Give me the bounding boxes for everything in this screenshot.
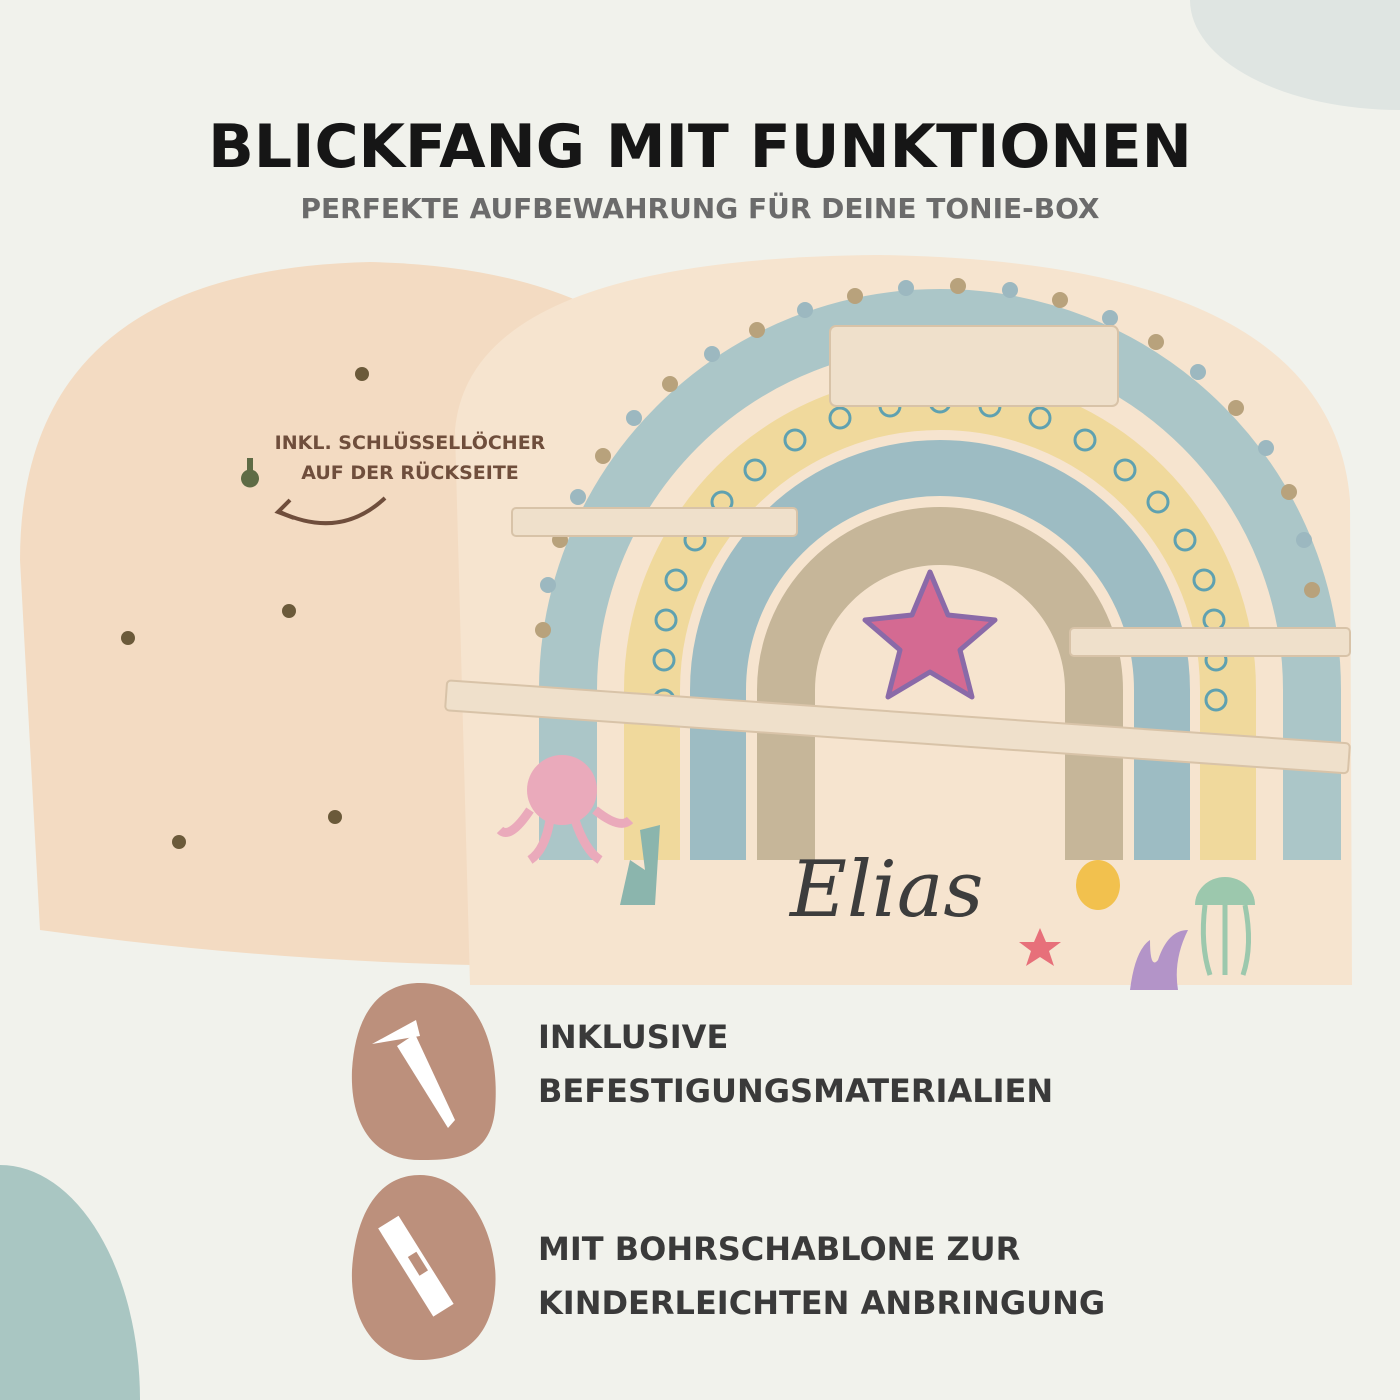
jellyfish-illustration bbox=[1195, 877, 1255, 976]
feature-drilling-template: MIT BOHRSCHABLONE ZUR KINDERLEICHTEN ANB… bbox=[538, 1230, 1106, 1322]
feature-mounting-materials: INKLUSIVE BEFESTIGUNGSMATERIALIEN bbox=[538, 1018, 1054, 1110]
fish-illustration bbox=[1076, 860, 1120, 910]
page-subtitle: PERFEKTE AUFBEWAHRUNG FÜR DEINE TONIE-BO… bbox=[300, 192, 1100, 225]
outer-dots bbox=[535, 278, 1322, 648]
coral-illustration bbox=[1130, 930, 1188, 990]
keyhole-note: INKL. SCHLÜSSELLÖCHER AUF DER RÜCKSEITE bbox=[274, 432, 546, 484]
personalized-name: Elias bbox=[790, 845, 984, 935]
shelves bbox=[444, 325, 1351, 775]
spirit-level-icon bbox=[378, 1215, 454, 1317]
seaweed-illustration bbox=[620, 825, 660, 905]
small-starfish-illustration bbox=[1019, 928, 1061, 966]
screw-icon bbox=[372, 1020, 455, 1128]
page-title: BLICKFANG MIT FUNKTIONEN bbox=[208, 112, 1192, 182]
starfish-illustration bbox=[862, 569, 998, 700]
octopus-illustration bbox=[496, 755, 634, 864]
keyhole-icon bbox=[241, 458, 260, 488]
rainbow-mid-blue bbox=[690, 440, 1190, 860]
rainbow-inner-tan bbox=[757, 507, 1123, 860]
